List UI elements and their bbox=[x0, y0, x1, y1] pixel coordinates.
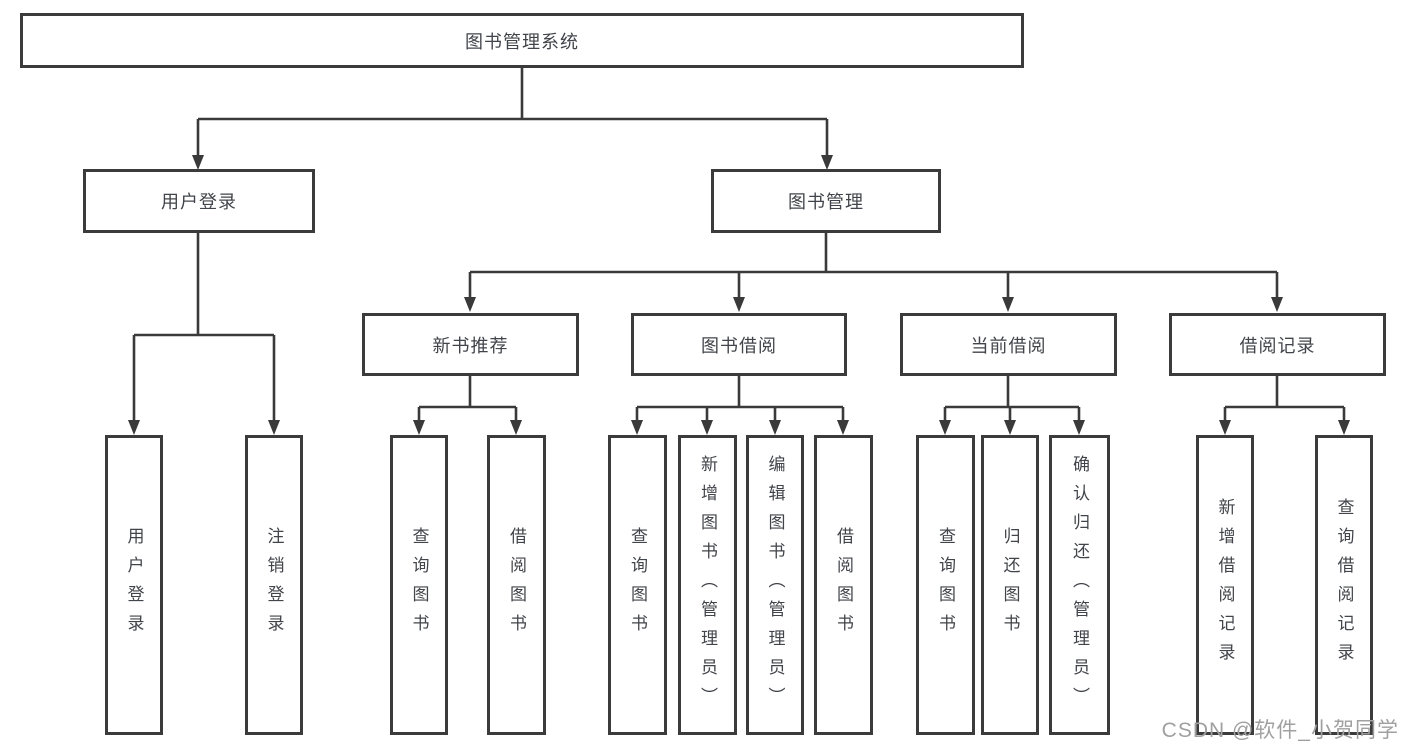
node-current-borrowing-label: 当前借阅 bbox=[970, 335, 1047, 356]
node-current-borrowing: 当前借阅 bbox=[900, 313, 1117, 376]
leaf-query-borrow-record: 查询借阅记录 bbox=[1315, 435, 1373, 735]
node-borrowing-records-label: 借阅记录 bbox=[1239, 335, 1316, 356]
leaf-query-books-recommend: 查询图书 bbox=[390, 435, 448, 735]
node-root: 图书管理系统 bbox=[20, 13, 1024, 68]
node-user-login: 用户登录 bbox=[83, 169, 315, 233]
leaf-user-login-label: 用户登录 bbox=[124, 527, 144, 643]
leaf-borrow-books-borrowing-label: 借阅图书 bbox=[834, 527, 853, 643]
leaf-logout-label: 注销登录 bbox=[264, 527, 284, 643]
node-book-borrowing-label: 图书借阅 bbox=[701, 335, 777, 356]
leaf-return-books: 归还图书 bbox=[981, 435, 1039, 735]
leaf-user-login: 用户登录 bbox=[105, 435, 163, 735]
leaf-edit-book-admin-label: 编辑图书（管理员） bbox=[765, 454, 785, 716]
node-book-management-label: 图书管理 bbox=[788, 192, 864, 212]
leaf-add-borrow-record: 新增借阅记录 bbox=[1196, 435, 1254, 735]
leaf-edit-book-admin: 编辑图书（管理员） bbox=[746, 435, 804, 735]
leaf-query-books-borrowing-label: 查询图书 bbox=[628, 527, 647, 643]
leaf-confirm-return-admin-label: 确认归还（管理员） bbox=[1070, 454, 1089, 716]
leaf-add-borrow-record-label: 新增借阅记录 bbox=[1215, 498, 1235, 672]
node-book-management: 图书管理 bbox=[711, 169, 941, 233]
leaf-borrow-books-recommend-label: 借阅图书 bbox=[507, 527, 526, 643]
leaf-confirm-return-admin: 确认归还（管理员） bbox=[1049, 435, 1110, 735]
leaf-add-book-admin: 新增图书（管理员） bbox=[678, 435, 737, 735]
leaf-borrow-books-borrowing: 借阅图书 bbox=[814, 435, 873, 735]
node-root-label: 图书管理系统 bbox=[465, 31, 579, 52]
leaf-query-borrow-record-label: 查询借阅记录 bbox=[1334, 498, 1354, 672]
leaf-borrow-books-recommend: 借阅图书 bbox=[487, 435, 546, 735]
node-borrowing-records: 借阅记录 bbox=[1169, 313, 1386, 376]
node-user-login-label: 用户登录 bbox=[161, 192, 237, 212]
leaf-query-books-recommend-label: 查询图书 bbox=[409, 527, 429, 643]
leaf-return-books-label: 归还图书 bbox=[1000, 527, 1020, 643]
watermark: CSDN @软件_小贺同学 bbox=[1161, 719, 1399, 742]
node-new-book-recommend: 新书推荐 bbox=[362, 313, 579, 376]
leaf-query-books-borrowing: 查询图书 bbox=[608, 435, 667, 735]
node-new-book-recommend-label: 新书推荐 bbox=[432, 335, 509, 356]
node-book-borrowing: 图书借阅 bbox=[631, 313, 847, 376]
leaf-logout: 注销登录 bbox=[245, 435, 303, 735]
leaf-query-books-current: 查询图书 bbox=[916, 435, 975, 735]
leaf-add-book-admin-label: 新增图书（管理员） bbox=[698, 454, 717, 716]
leaf-query-books-current-label: 查询图书 bbox=[936, 527, 955, 643]
